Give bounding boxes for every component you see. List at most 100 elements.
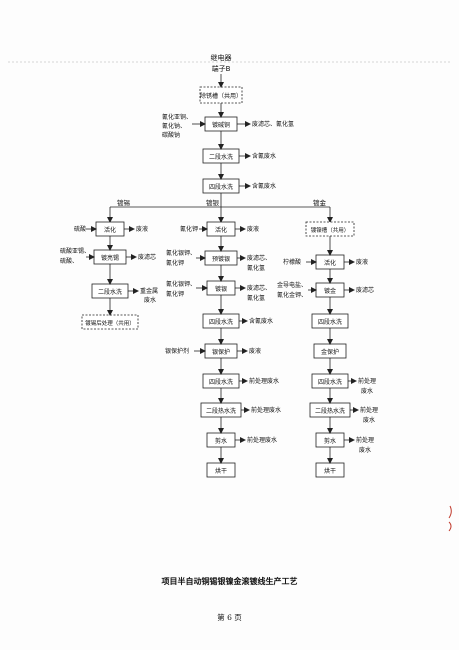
silver-step-label: 预镀银 xyxy=(212,255,230,263)
silver-step: 烘干 xyxy=(206,462,236,478)
output-label: 废水 xyxy=(359,446,371,454)
input-label: 氰化钠、 xyxy=(162,122,186,130)
silver-step-label: 镀银 xyxy=(215,285,227,293)
output-label: 废水 xyxy=(361,387,373,395)
main-step: 二段水洗 xyxy=(202,148,240,164)
input-label: 柠檬酸 xyxy=(283,258,301,266)
input-label: 氰化亚铜、 xyxy=(162,113,192,121)
input-label: 硫酸 xyxy=(74,225,86,233)
gold-step: 四段水洗 xyxy=(311,313,349,329)
input-label: 氰化钾 xyxy=(166,290,184,298)
main-step-label: 除锈槽（共用） xyxy=(200,92,242,100)
figure-caption: 项目半自动铜锡银镍金滚镀线生产工艺 xyxy=(161,576,298,586)
input-label: 银保护剂 xyxy=(165,347,189,355)
output-label: 废滤芯、 xyxy=(247,284,271,292)
input-label: 氰化金钾、 xyxy=(277,291,307,299)
tin-step-label: 活化 xyxy=(104,226,116,234)
output-label: 废液 xyxy=(356,258,368,266)
silver-step-label: 二段热水洗 xyxy=(206,407,236,415)
output-label: 废液 xyxy=(249,347,261,355)
silver-step: 二段热水洗 xyxy=(200,402,242,418)
branch-label-gold: 镀金 xyxy=(313,198,327,207)
gold-step-label: 四段水洗 xyxy=(318,318,342,326)
main-step-label: 四段水洗 xyxy=(209,183,233,191)
tin-step-label: 镀锡后处理（共用） xyxy=(85,319,135,327)
branch-label-tin: 镀锡 xyxy=(117,198,131,207)
gold-step-label: 金保护 xyxy=(321,348,339,356)
silver-step-label: 活化 xyxy=(215,226,227,234)
output-label: 含氰废水 xyxy=(252,152,276,160)
silver-step-label: 四段水洗 xyxy=(209,378,233,386)
input-label: 金导电盐、 xyxy=(277,281,307,289)
silver-step: 银保护 xyxy=(204,343,238,359)
output-label: 氰化氢 xyxy=(247,264,265,272)
output-label: 废滤芯 xyxy=(138,253,156,261)
gold-step: 四段水洗 xyxy=(311,373,349,389)
main-step-label: 镀碱铜 xyxy=(212,121,230,129)
gold-step: 镀金 xyxy=(315,282,345,298)
output-label: 前处理废水 xyxy=(251,406,281,414)
page-number: 第 6 页 xyxy=(217,613,242,622)
gold-step: 金保护 xyxy=(313,343,347,359)
input-label: 氰化银钾、 xyxy=(166,280,196,288)
output-label: 废水 xyxy=(144,296,156,304)
tin-step: 镀亮锡 xyxy=(93,249,127,265)
output-label: 废滤芯、 xyxy=(247,254,271,262)
output-label: 前处理废水 xyxy=(249,377,279,385)
silver-step-label: 剪水 xyxy=(215,437,227,445)
output-label: 前处理 xyxy=(358,377,376,385)
output-label: 氰化氢 xyxy=(247,294,265,302)
input-label: 碳酸钠 xyxy=(162,131,180,139)
gold-step-label: 活化 xyxy=(324,259,336,267)
process-flowchart: 继电器 端子B 除锈槽（共用） 镀碱铜 二段水洗 四段水洗 氰化亚铜、 氰化钠、… xyxy=(8,53,452,532)
silver-step: 镀银 xyxy=(206,280,236,296)
gold-step-label: 镀金 xyxy=(324,287,336,295)
output-label: 废液 xyxy=(136,225,148,233)
silver-step: 预镀银 xyxy=(204,250,238,266)
gold-step: 活化 xyxy=(315,254,345,270)
silver-step: 活化 xyxy=(206,221,236,237)
output-label: 废液 xyxy=(247,225,259,233)
silver-step: 剪水 xyxy=(206,432,236,448)
tin-step-label: 二段水洗 xyxy=(98,288,122,296)
output-label: 废滤芯 xyxy=(356,286,374,294)
input-label: 硫酸亚锡、 xyxy=(60,247,90,255)
tin-step: 二段水洗 xyxy=(91,283,129,299)
tin-step: 镀锡后处理（共用） xyxy=(81,314,139,330)
gold-step: 镀镍槽（共用） xyxy=(305,221,355,237)
main-step: 除锈槽（共用） xyxy=(199,86,243,104)
output-label: 含氰废水 xyxy=(249,317,273,325)
output-label: 废滤芯、氰化氢 xyxy=(252,120,294,128)
gold-step-label: 二段热水洗 xyxy=(315,407,345,415)
gold-step-label: 烘干 xyxy=(324,467,336,475)
gold-step: 二段热水洗 xyxy=(309,402,351,418)
output-label: 废水 xyxy=(363,416,375,424)
tin-step-label: 镀亮锡 xyxy=(101,254,119,262)
silver-step-label: 四段水洗 xyxy=(209,318,233,326)
gold-step: 烘干 xyxy=(315,462,345,478)
gold-step-label: 镀镍槽（共用） xyxy=(311,226,350,234)
silver-step-label: 银保护 xyxy=(212,348,230,356)
silver-step: 四段水洗 xyxy=(202,313,240,329)
input-label: 氰化钾 xyxy=(166,259,184,267)
main-step-label: 二段水洗 xyxy=(209,153,233,161)
input-label: 氰化钾 xyxy=(180,225,198,233)
branch-label-silver: 镀银 xyxy=(206,198,220,207)
output-label: 重金属 xyxy=(140,287,158,295)
output-label: 前处理废水 xyxy=(247,436,277,444)
source-label: 继电器 xyxy=(211,53,232,62)
gold-step-label: 剪水 xyxy=(324,437,336,445)
main-step: 镀碱铜 xyxy=(204,116,238,132)
main-step: 四段水洗 xyxy=(202,178,240,194)
tin-step: 活化 xyxy=(95,221,125,237)
gold-step: 剪水 xyxy=(315,432,345,448)
terminal-label: 端子B xyxy=(212,64,231,73)
seal-mark xyxy=(448,505,452,532)
input-label: 硫酸、 xyxy=(60,257,78,265)
output-label: 含氰废水 xyxy=(252,182,276,190)
gold-step-label: 四段水洗 xyxy=(318,378,342,386)
input-label: 氰化银钾、 xyxy=(166,249,196,257)
silver-step-label: 烘干 xyxy=(215,467,227,475)
output-label: 前处理 xyxy=(356,436,374,444)
